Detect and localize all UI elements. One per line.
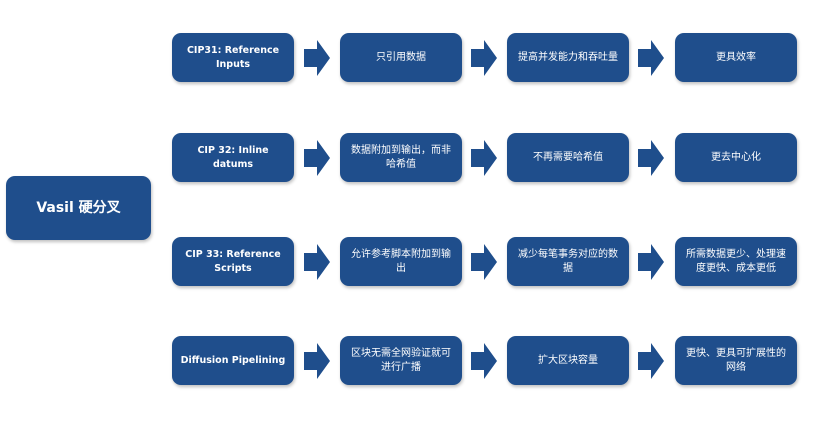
cip32-step-1: 数据附加到输出，而非哈希值 xyxy=(340,133,462,182)
root-label: Vasil 硬分叉 xyxy=(36,200,121,216)
cip32-step-2-text: 不再需要哈希值 xyxy=(533,151,603,163)
cip33-step-2-text: 减少每笔事务对应的数据 xyxy=(518,248,618,274)
cip32-step-1-text: 数据附加到输出，而非哈希值 xyxy=(351,144,451,170)
cip33-step-1: 允许参考脚本附加到输出 xyxy=(340,237,462,286)
cip33-step-3-text: 所需数据更少、处理速度更快、成本更低 xyxy=(686,248,786,274)
arrow-icon xyxy=(471,40,497,76)
cip31-node: CIP31: Reference Inputs xyxy=(172,33,294,82)
arrow-icon xyxy=(638,244,664,280)
diffusion-step-3: 更快、更具可扩展性的网络 xyxy=(675,336,797,385)
arrow-icon xyxy=(638,343,664,379)
cip32-node: CIP 32: Inline datums xyxy=(172,133,294,182)
diffusion-step-3-text: 更快、更具可扩展性的网络 xyxy=(686,347,786,373)
cip31-step-1: 只引用数据 xyxy=(340,33,462,82)
root-node: Vasil 硬分叉 xyxy=(6,176,151,240)
cip33-step-3: 所需数据更少、处理速度更快、成本更低 xyxy=(675,237,797,286)
cip31-step-2: 提高并发能力和吞吐量 xyxy=(507,33,629,82)
cip33-step-2: 减少每笔事务对应的数据 xyxy=(507,237,629,286)
diffusion-step-2: 扩大区块容量 xyxy=(507,336,629,385)
cip31-step-3: 更具效率 xyxy=(675,33,797,82)
cip31-label: CIP31: Reference Inputs xyxy=(186,44,280,70)
diffusion-step-1-text: 区块无需全网验证就可进行广播 xyxy=(351,347,451,373)
arrow-icon xyxy=(471,343,497,379)
arrow-icon xyxy=(471,244,497,280)
arrow-icon xyxy=(304,40,330,76)
arrow-icon xyxy=(304,343,330,379)
arrow-icon xyxy=(304,244,330,280)
cip31-step-1-text: 只引用数据 xyxy=(376,51,426,63)
arrow-icon xyxy=(638,40,664,76)
cip33-label: CIP 33: Reference Scripts xyxy=(185,248,281,274)
cip32-step-3: 更去中心化 xyxy=(675,133,797,182)
diffusion-step-2-text: 扩大区块容量 xyxy=(538,354,598,366)
arrow-icon xyxy=(638,140,664,176)
diffusion-node: Diffusion Pipelining xyxy=(172,336,294,385)
cip33-node: CIP 33: Reference Scripts xyxy=(172,237,294,286)
arrow-icon xyxy=(471,140,497,176)
diffusion-label: Diffusion Pipelining xyxy=(180,354,286,366)
cip33-step-1-text: 允许参考脚本附加到输出 xyxy=(351,248,451,274)
cip31-step-3-text: 更具效率 xyxy=(716,51,756,63)
cip32-step-2: 不再需要哈希值 xyxy=(507,133,629,182)
cip32-label: CIP 32: Inline datums xyxy=(197,144,269,170)
diffusion-step-1: 区块无需全网验证就可进行广播 xyxy=(340,336,462,385)
cip32-step-3-text: 更去中心化 xyxy=(711,151,761,163)
cip31-step-2-text: 提高并发能力和吞吐量 xyxy=(518,51,618,63)
arrow-icon xyxy=(304,140,330,176)
